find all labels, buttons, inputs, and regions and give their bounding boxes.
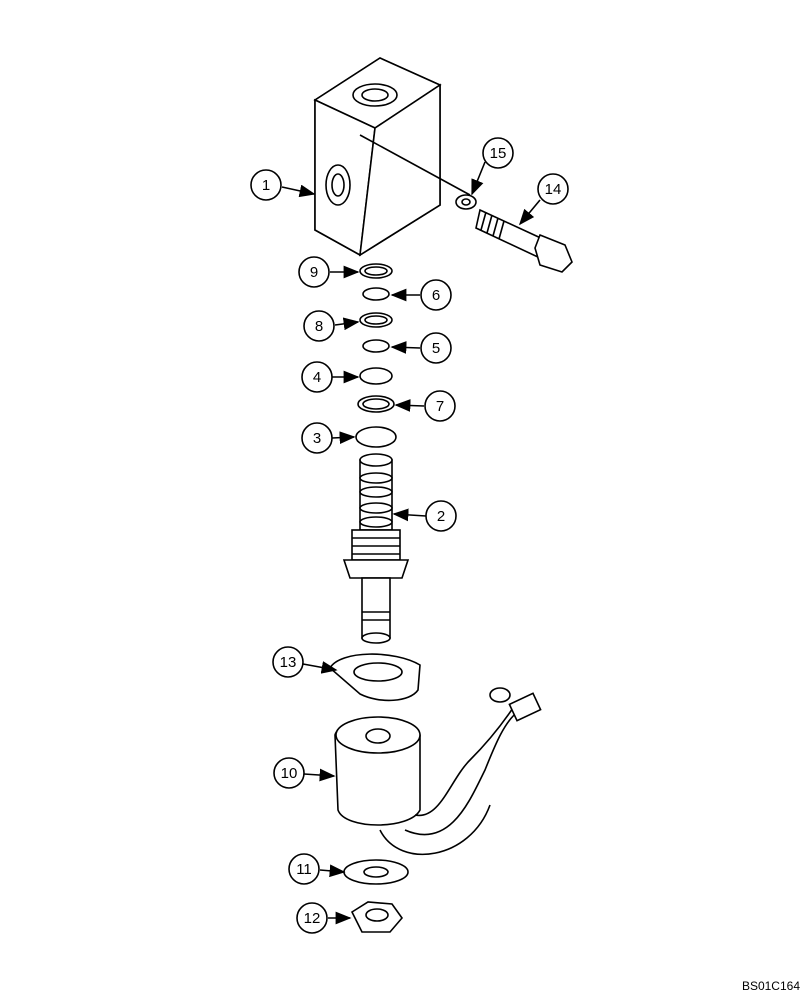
solenoid-coil bbox=[334, 687, 542, 856]
svg-text:8: 8 bbox=[315, 318, 323, 335]
callout-9: 9 bbox=[298, 256, 330, 288]
backup-ring-8 bbox=[359, 312, 393, 328]
callout-10: 10 bbox=[273, 757, 305, 789]
valve-block bbox=[313, 57, 471, 257]
callout-14: 14 bbox=[537, 173, 569, 205]
callout-13: 13 bbox=[272, 646, 304, 678]
svg-text:2: 2 bbox=[437, 508, 445, 525]
o-ring-6 bbox=[362, 287, 390, 301]
nut bbox=[350, 901, 404, 933]
o-ring-5 bbox=[362, 339, 390, 353]
callout-7: 7 bbox=[424, 390, 456, 422]
svg-text:4: 4 bbox=[313, 369, 321, 386]
washer-11 bbox=[343, 859, 409, 885]
callout-1: 1 bbox=[250, 169, 282, 201]
svg-text:6: 6 bbox=[432, 287, 440, 304]
callout-11: 11 bbox=[288, 853, 320, 885]
washer bbox=[455, 194, 477, 210]
cartridge-valve bbox=[342, 453, 410, 644]
bolt bbox=[475, 208, 573, 273]
gasket bbox=[328, 653, 421, 702]
o-ring-3 bbox=[355, 426, 397, 448]
callout-8: 8 bbox=[303, 310, 335, 342]
o-ring-4 bbox=[359, 367, 393, 385]
svg-text:13: 13 bbox=[280, 654, 297, 671]
callout-6: 6 bbox=[420, 279, 452, 311]
svg-text:9: 9 bbox=[310, 264, 318, 281]
svg-text:14: 14 bbox=[545, 181, 562, 198]
callout-5: 5 bbox=[420, 332, 452, 364]
svg-text:11: 11 bbox=[296, 861, 312, 878]
callout-12: 12 bbox=[296, 902, 328, 934]
svg-text:15: 15 bbox=[490, 145, 507, 162]
svg-text:10: 10 bbox=[281, 765, 298, 782]
svg-text:3: 3 bbox=[313, 430, 321, 447]
backup-ring-7 bbox=[357, 395, 395, 413]
svg-text:12: 12 bbox=[304, 910, 321, 927]
svg-text:1: 1 bbox=[262, 177, 270, 194]
callout-2: 2 bbox=[425, 500, 457, 532]
svg-text:7: 7 bbox=[436, 398, 444, 415]
callout-15: 15 bbox=[482, 137, 514, 169]
callout-4: 4 bbox=[301, 361, 333, 393]
reference-code: BS01C164 bbox=[742, 979, 800, 993]
svg-text:5: 5 bbox=[432, 340, 440, 357]
callout-3: 3 bbox=[301, 422, 333, 454]
backup-ring-9 bbox=[359, 263, 393, 279]
